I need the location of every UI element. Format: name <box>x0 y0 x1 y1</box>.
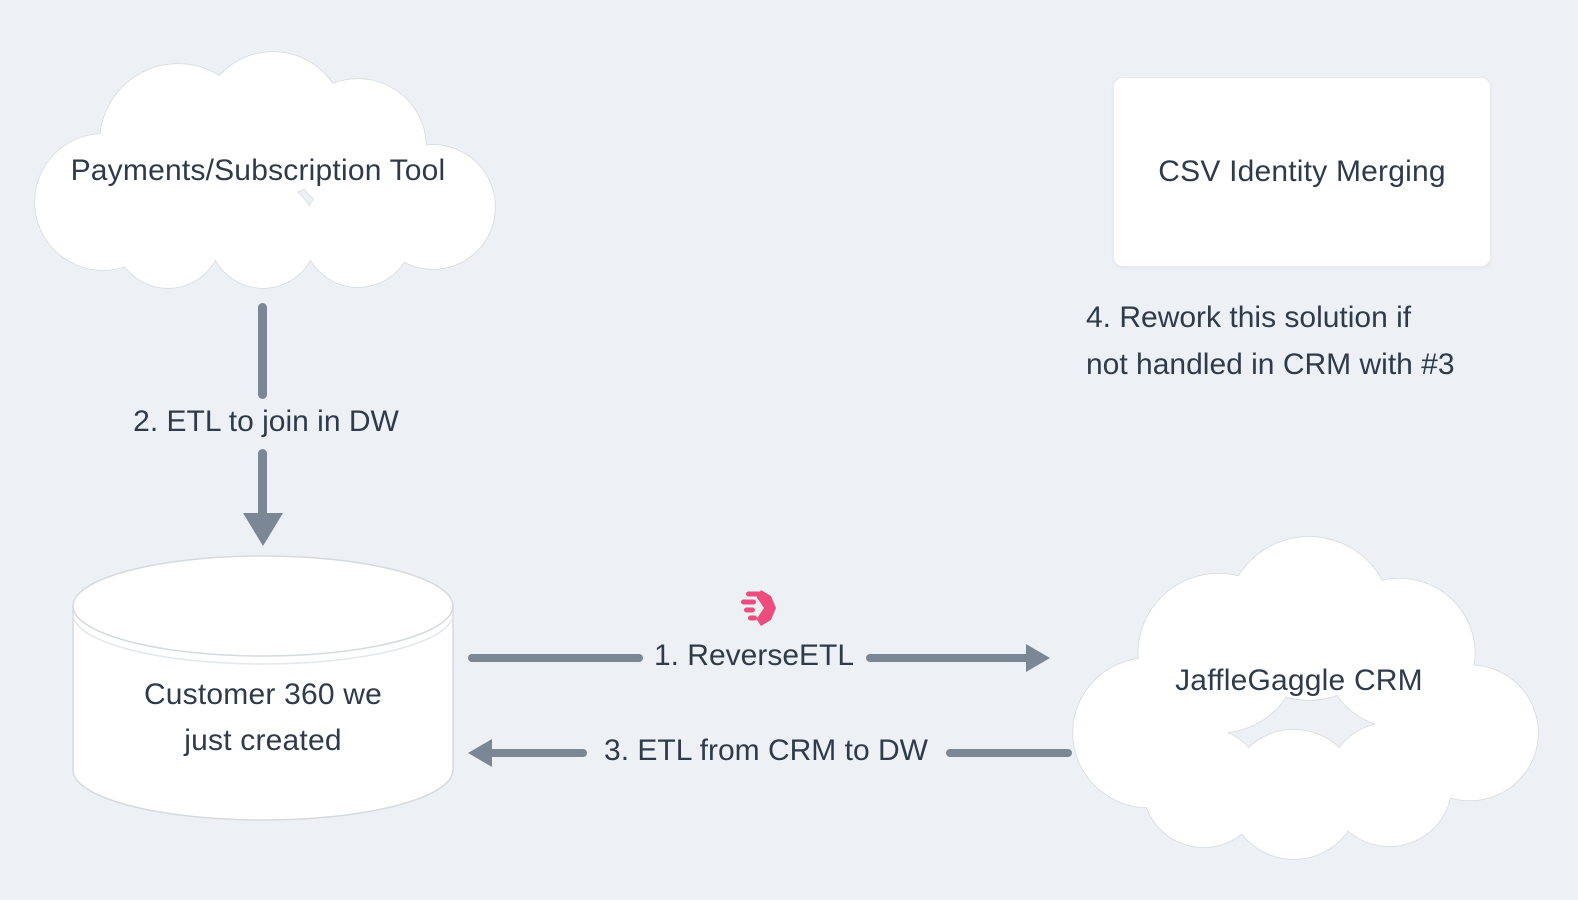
edge-etl-from-crm-arrowhead <box>468 739 492 767</box>
customer-db-label-line1: Customer 360 we <box>143 678 383 711</box>
edge-reverse-etl-label: 1. ReverseETL <box>653 639 855 672</box>
edge-etl-from-crm-label: 3. ETL from CRM to DW <box>604 734 928 767</box>
edge-etl-to-dw-segment-top <box>258 303 267 399</box>
cloud-shape <box>34 51 496 289</box>
note-4-line1: 4. Rework this solution if <box>1086 301 1412 334</box>
note-4: 4. Rework this solution if not handled i… <box>1086 294 1546 388</box>
csv-box-label: CSV Identity Merging <box>1158 155 1446 188</box>
cloud-shape <box>1072 536 1539 860</box>
note-4-line2: not handled in CRM with #3 <box>1086 348 1455 381</box>
customer-db-label-line2: just created <box>184 724 342 757</box>
edge-etl-to-dw-label: 2. ETL to join in DW <box>133 405 399 438</box>
crm-cloud-label: JaffleGaggle CRM <box>1175 664 1423 697</box>
edge-etl-from-crm-line-right <box>946 749 1072 757</box>
node-crm-cloud: JaffleGaggle CRM <box>1058 524 1540 872</box>
node-payments-cloud: Payments/Subscription Tool <box>8 42 508 292</box>
payments-cloud-label: Payments/Subscription Tool <box>70 154 446 187</box>
edge-etl-from-crm-line-left <box>489 749 587 757</box>
node-customer-db: Customer 360 we just created <box>70 554 456 824</box>
database-cylinder-shape <box>72 555 454 821</box>
hightouch-logo-icon <box>741 590 776 626</box>
customer-db-label: Customer 360 we just created <box>70 672 456 764</box>
edge-reverse-etl-arrowhead <box>1026 644 1050 672</box>
edge-etl-to-dw-arrowhead <box>243 513 283 546</box>
edge-etl-to-dw-segment-bottom <box>258 449 267 519</box>
edge-reverse-etl-line-left <box>468 654 643 662</box>
edge-reverse-etl-line-right <box>866 654 1030 662</box>
node-csv-box: CSV Identity Merging <box>1113 77 1491 267</box>
